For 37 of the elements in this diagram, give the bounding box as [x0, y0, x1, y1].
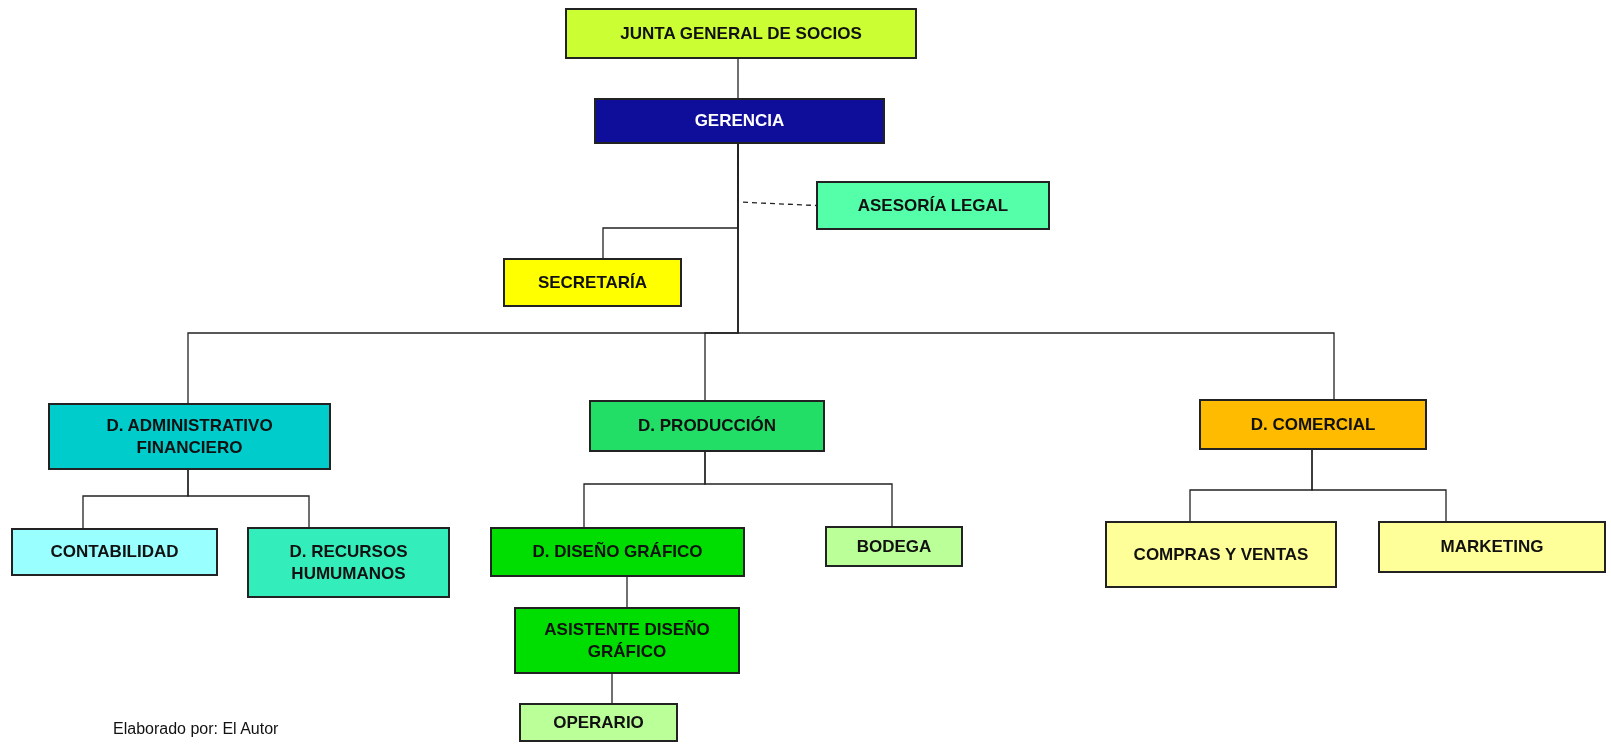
box-label: CONTABILIDAD — [50, 541, 179, 563]
box-label: D. DISEÑO GRÁFICO — [532, 541, 703, 563]
connector-line — [704, 451, 893, 527]
org-box — [519, 703, 678, 742]
note-text: Elaborado por: El Autor — [113, 720, 279, 738]
org-box — [565, 8, 917, 59]
connector-line — [737, 58, 739, 99]
box-label: D. COMERCIAL — [1250, 413, 1376, 436]
box-label: D. ADMINISTRATIVO FINANCIERO — [105, 415, 274, 458]
org-box — [1199, 399, 1427, 450]
org-box — [1105, 521, 1337, 588]
box-label: BODEGA — [856, 535, 932, 558]
org-box — [1378, 521, 1606, 573]
org-box — [503, 258, 682, 307]
box-label: SECRETARÍA — [537, 271, 648, 294]
org-box — [825, 526, 963, 567]
org-box — [490, 527, 745, 577]
box-label: COMPRAS Y VENTAS — [1133, 543, 1309, 566]
org-box — [48, 403, 331, 470]
connector-line — [1311, 449, 1447, 522]
org-box — [11, 528, 218, 576]
box-label: ASISTENTE DISEÑO GRÁFICO — [543, 619, 711, 662]
box-label: OPERARIO — [553, 711, 644, 734]
connector-line — [187, 469, 310, 528]
connector-line — [611, 673, 613, 704]
connector-line — [626, 576, 628, 608]
box-label: D. RECURSOS HUMUMANOS — [288, 541, 409, 584]
box-label: ASESORÍA LEGAL — [857, 194, 1009, 217]
org-box — [247, 527, 450, 598]
org-box — [589, 400, 825, 452]
org-box — [594, 98, 885, 144]
box-label: D. PRODUCCIÓN — [638, 415, 776, 437]
org-box — [816, 181, 1050, 230]
box-label: JUNTA GENERAL DE SOCIOS — [620, 22, 862, 45]
org-box — [514, 607, 740, 674]
box-label: GERENCIA — [694, 110, 785, 132]
box-label: MARKETING — [1440, 536, 1544, 558]
